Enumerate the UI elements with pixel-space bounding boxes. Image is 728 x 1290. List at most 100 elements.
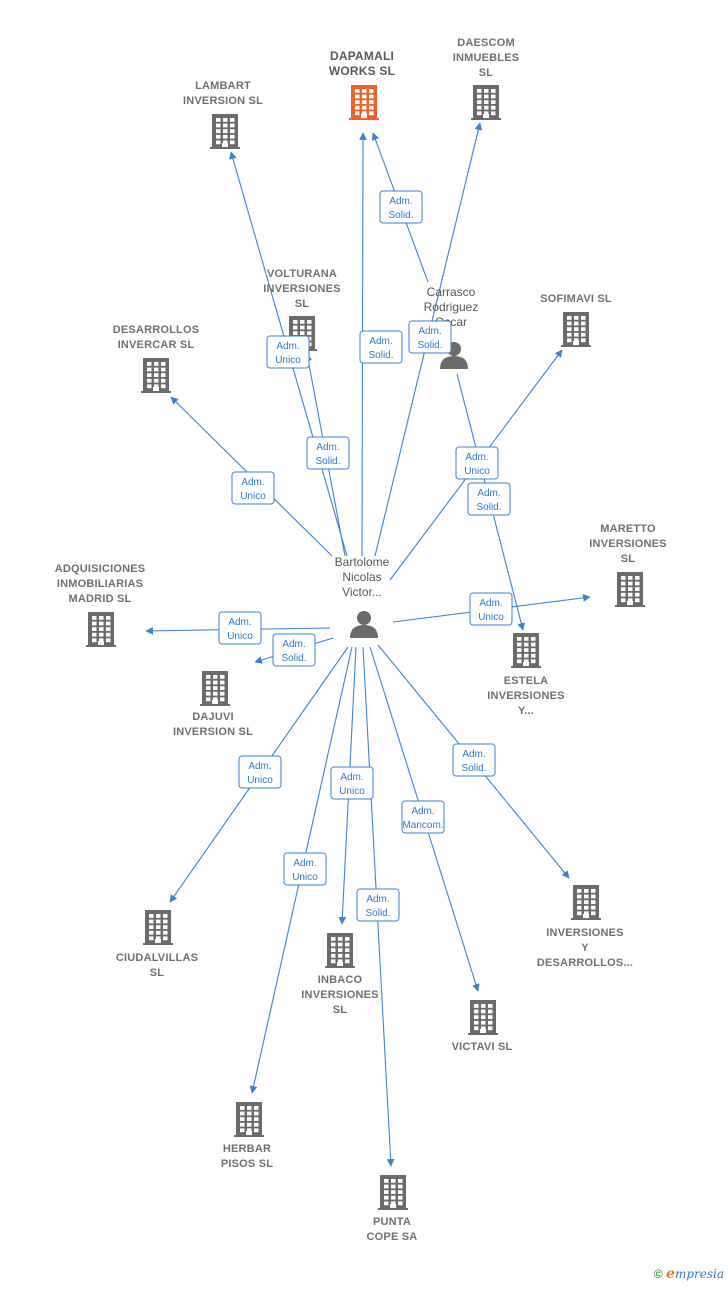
edge-label-inversiones_y[interactable]: Adm.Solid. xyxy=(452,743,496,777)
node-inversiones_y[interactable]: INVERSIONESYDESARROLLOS... xyxy=(537,885,633,969)
edge-label-box xyxy=(231,471,275,505)
edge-label-line: Unico xyxy=(247,775,273,786)
edge-label-victavi[interactable]: Adm. Mancom. xyxy=(401,800,445,834)
edge-label-line: Adm. xyxy=(248,761,271,772)
node-label-line: Y xyxy=(581,942,589,954)
building-icon xyxy=(325,933,355,968)
edge-label-daescom[interactable]: Adm.Solid. xyxy=(408,320,452,354)
edge-label-herbar[interactable]: Adm.Unico xyxy=(283,852,327,886)
node-label-line: PUNTA xyxy=(373,1216,411,1228)
node-daescom[interactable]: DAESCOM INMUEBLES SL xyxy=(453,37,520,120)
edge-label-lambart[interactable]: Adm.Solid. xyxy=(306,436,350,470)
node-label-line: SL xyxy=(333,1004,348,1016)
node-label-line: INVERSIONES xyxy=(301,989,378,1001)
node-label-line: SL xyxy=(295,298,310,310)
edge-label-inbaco[interactable]: Adm.Unico xyxy=(330,766,374,800)
edge-label-line: Solid. xyxy=(476,502,501,513)
edge-label-line: Solid. xyxy=(388,210,413,221)
node-label-line: INVERSION SL xyxy=(183,95,263,107)
node-label-line: WORKS SL xyxy=(329,64,395,78)
edge-label-line: Mancom. xyxy=(402,820,443,831)
edge-label-line: Unico xyxy=(464,466,490,477)
building-icon xyxy=(86,612,116,647)
edge-label-line: Adm. xyxy=(369,336,392,347)
edge-label-line: Solid. xyxy=(281,653,306,664)
edge-label-line: Adm. xyxy=(241,477,264,488)
building-icon xyxy=(571,885,601,920)
node-victavi[interactable]: VICTAVI SL xyxy=(452,1000,513,1053)
node-label-line: INMUEBLES xyxy=(453,52,520,64)
edge-label-ciudalvillas[interactable]: Adm. Unico xyxy=(238,755,282,789)
brand-footer[interactable]: © empresia xyxy=(654,1266,724,1282)
edge-label-line: Adm. xyxy=(462,749,485,760)
node-maretto[interactable]: MARETTO INVERSIONES SL xyxy=(589,523,666,607)
edge-label-box xyxy=(469,592,513,626)
edge-label-dajuvi[interactable]: Adm.Solid. xyxy=(272,633,316,667)
building-icon xyxy=(561,312,591,347)
edge-label-box xyxy=(238,755,282,789)
node-punta[interactable]: PUNTA COPE SA xyxy=(367,1175,418,1243)
building-icon xyxy=(349,85,379,120)
node-label-line: INVERSIONES xyxy=(487,690,564,702)
edge-label-desarrollos[interactable]: Adm.Unico xyxy=(231,471,275,505)
node-label-line: SL xyxy=(479,67,494,79)
building-icon xyxy=(234,1102,264,1137)
edge-label-line: Solid. xyxy=(368,350,393,361)
edge-label-box xyxy=(283,852,327,886)
node-sofimavi[interactable]: SOFIMAVI SL xyxy=(540,293,612,347)
node-bartolome[interactable]: BartolomeNicolasVictor... xyxy=(335,555,390,638)
node-label-line: ADQUISICIONES xyxy=(55,563,146,575)
edge-label-box xyxy=(408,320,452,354)
node-label-line: COPE SA xyxy=(367,1231,418,1243)
edge-label-box xyxy=(272,633,316,667)
node-label-line: SL xyxy=(621,553,636,565)
edge-label-adquisiciones[interactable]: Adm.Unico xyxy=(218,611,262,645)
edge-label-box xyxy=(266,335,310,369)
edge-label-box xyxy=(379,190,423,224)
edge-label-volturana[interactable]: Adm.Unico xyxy=(266,335,310,369)
node-label-line: VOLTURANA xyxy=(267,268,337,280)
edge-label-line: Adm. xyxy=(411,806,434,817)
edge-label-line: Unico xyxy=(339,786,365,797)
node-label-line: INVERCAR SL xyxy=(118,339,195,351)
node-label-line: Victor... xyxy=(342,585,382,599)
node-label-line: ESTELA xyxy=(504,675,549,687)
edge-label-dapamali[interactable]: Adm. Solid. xyxy=(359,330,403,364)
node-desarrollos[interactable]: DESARROLLOS INVERCAR SL xyxy=(113,324,200,393)
copyright-symbol: © xyxy=(653,1267,663,1281)
node-label-line: INVERSIONES xyxy=(546,927,623,939)
edge-label-line: Adm. xyxy=(366,894,389,905)
node-label-line: DAESCOM xyxy=(457,37,515,49)
node-label-line: PISOS SL xyxy=(221,1158,273,1170)
edge-label-box xyxy=(306,436,350,470)
node-label-line: INMOBILIARIAS xyxy=(57,578,143,590)
edge-label-box xyxy=(330,766,374,800)
edge-label-dapamali[interactable]: Adm.Solid. xyxy=(379,190,423,224)
node-label-line: MARETTO xyxy=(600,523,656,535)
edge-label-line: Adm. xyxy=(465,452,488,463)
node-label-line: CIUDALVILLAS xyxy=(116,952,198,964)
node-label-line: INVERSIONES xyxy=(589,538,666,550)
edge-label-maretto[interactable]: Adm.Unico xyxy=(469,592,513,626)
edge-label-line: Unico xyxy=(227,631,253,642)
building-icon xyxy=(141,358,171,393)
edge-label-estela[interactable]: Adm.Solid. xyxy=(467,482,511,516)
edge-label-sofimavi[interactable]: Adm. Unico xyxy=(455,446,499,480)
node-estela[interactable]: ESTELAINVERSIONESY... xyxy=(487,633,564,717)
building-icon xyxy=(511,633,541,668)
edge-label-box xyxy=(356,888,400,922)
edge-label-punta[interactable]: Adm.Solid. xyxy=(356,888,400,922)
node-label-line: DESARROLLOS xyxy=(113,324,200,336)
edge-label-line: Adm. xyxy=(479,598,502,609)
node-label-line: Rodriguez xyxy=(424,300,479,314)
node-label-line: DAJUVI xyxy=(192,711,234,723)
edge-label-box xyxy=(467,482,511,516)
